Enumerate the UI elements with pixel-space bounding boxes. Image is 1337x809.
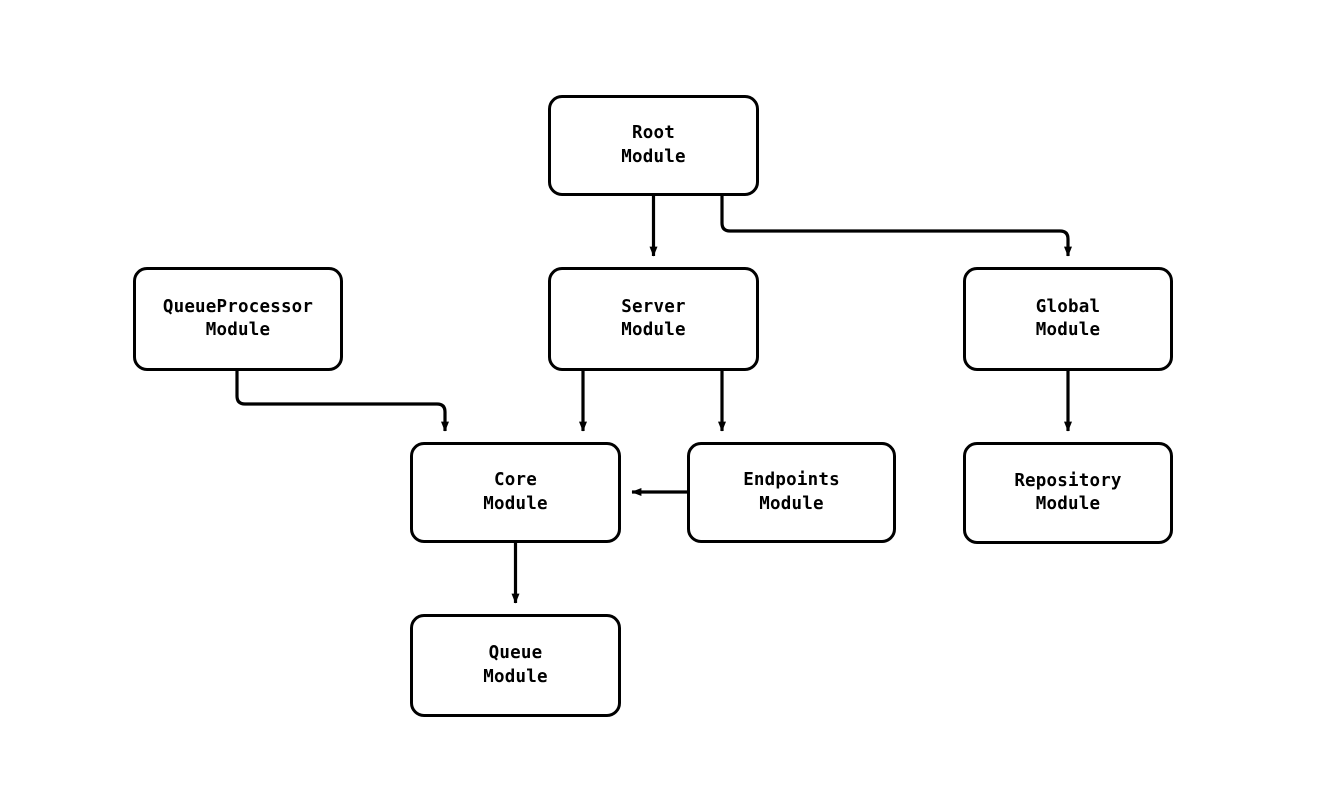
node-queueprocessor[interactable]: QueueProcessor Module bbox=[133, 267, 343, 371]
node-core-line2: Module bbox=[483, 493, 548, 514]
node-root[interactable]: Root Module bbox=[548, 95, 759, 196]
node-repository-line2: Module bbox=[1035, 494, 1101, 514]
edge-queueprocessor-to-core bbox=[235, 371, 449, 432]
node-root-line2: Module bbox=[621, 146, 686, 167]
node-core[interactable]: Core Module bbox=[410, 442, 621, 543]
node-server-line1: Server bbox=[621, 296, 686, 317]
node-endpoints-line2: Module bbox=[759, 493, 824, 514]
node-server[interactable]: Server Module bbox=[548, 267, 759, 371]
node-endpoints[interactable]: Endpoints Module bbox=[687, 442, 896, 543]
node-endpoints-line1: Endpoints bbox=[743, 470, 840, 491]
node-repository-line1: Repository bbox=[1014, 470, 1122, 491]
node-repository[interactable]: Repository Module bbox=[963, 442, 1173, 544]
edge-root-to-global bbox=[720, 196, 1072, 257]
node-core-line1: Core bbox=[494, 470, 537, 491]
node-queue-line2: Module bbox=[483, 666, 548, 687]
node-root-line1: Root bbox=[632, 123, 675, 144]
node-queueprocessor-line2: Module bbox=[205, 320, 271, 340]
node-queue-line1: Queue bbox=[488, 643, 543, 664]
node-global[interactable]: Global Module bbox=[963, 267, 1173, 371]
node-server-line2: Module bbox=[621, 320, 686, 340]
node-queue[interactable]: Queue Module bbox=[410, 614, 621, 717]
node-global-line1: Global bbox=[1035, 296, 1101, 317]
node-global-line2: Module bbox=[1035, 320, 1101, 340]
node-queueprocessor-line1: QueueProcessor bbox=[162, 296, 314, 317]
